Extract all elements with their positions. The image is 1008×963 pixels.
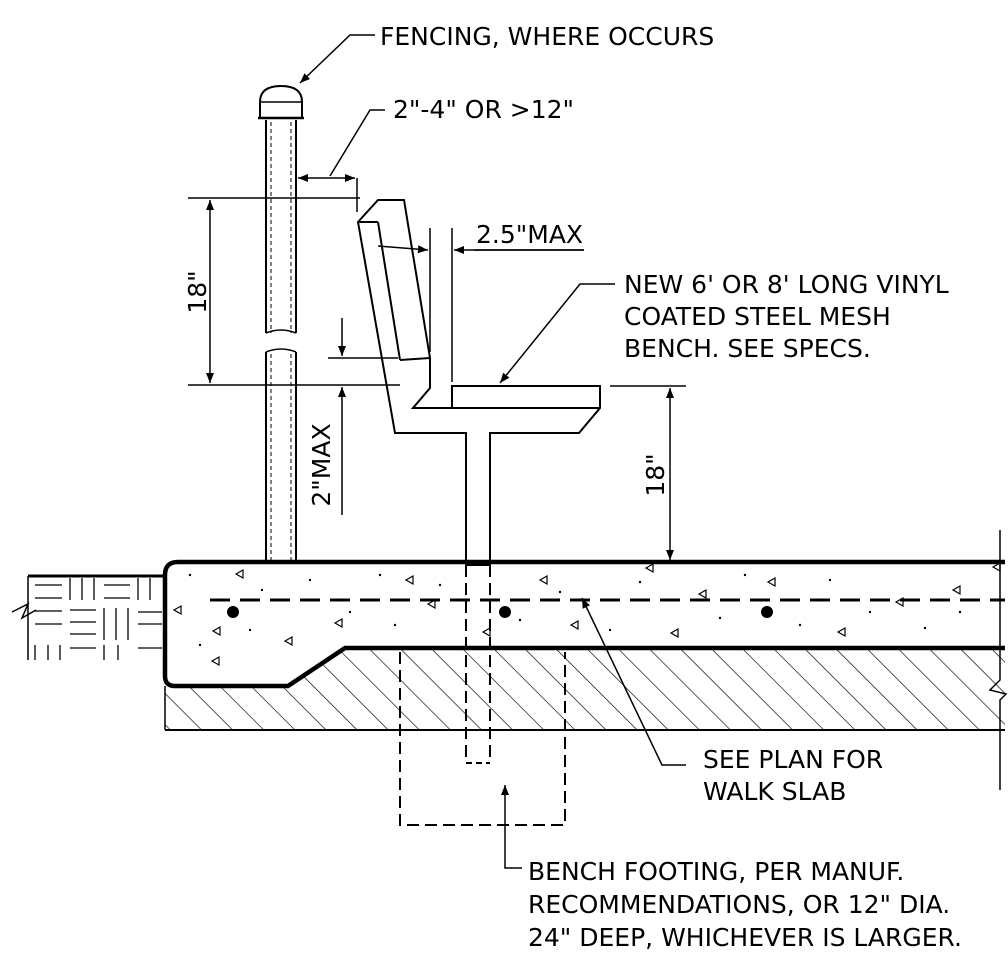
fencing-label: FENCING, WHERE OCCURS <box>380 22 714 51</box>
subgrade-hatch <box>165 650 1005 730</box>
back-height-label: 18" <box>183 270 212 313</box>
leader-lines <box>299 34 686 869</box>
existing-paving <box>11 574 165 660</box>
seat-height-label: 18" <box>641 453 670 496</box>
back-offset-label: 2.5"MAX <box>476 220 583 249</box>
footing-note: BENCH FOOTING, PER MANUF. RECOMMENDATION… <box>528 857 962 952</box>
walk-slab <box>162 559 1005 689</box>
fence-post <box>258 84 304 562</box>
bench-note: NEW 6' OR 8' LONG VINYL COATED STEEL MES… <box>624 270 957 363</box>
bench <box>356 199 601 764</box>
walk-slab-note: SEE PLAN FOR WALK SLAB <box>703 745 891 806</box>
seat-gap-label: 2"MAX <box>307 423 336 506</box>
fence-gap-label: 2"-4" OR >12" <box>393 95 574 124</box>
dimension-lines <box>188 109 686 560</box>
bench-footing <box>399 652 566 826</box>
